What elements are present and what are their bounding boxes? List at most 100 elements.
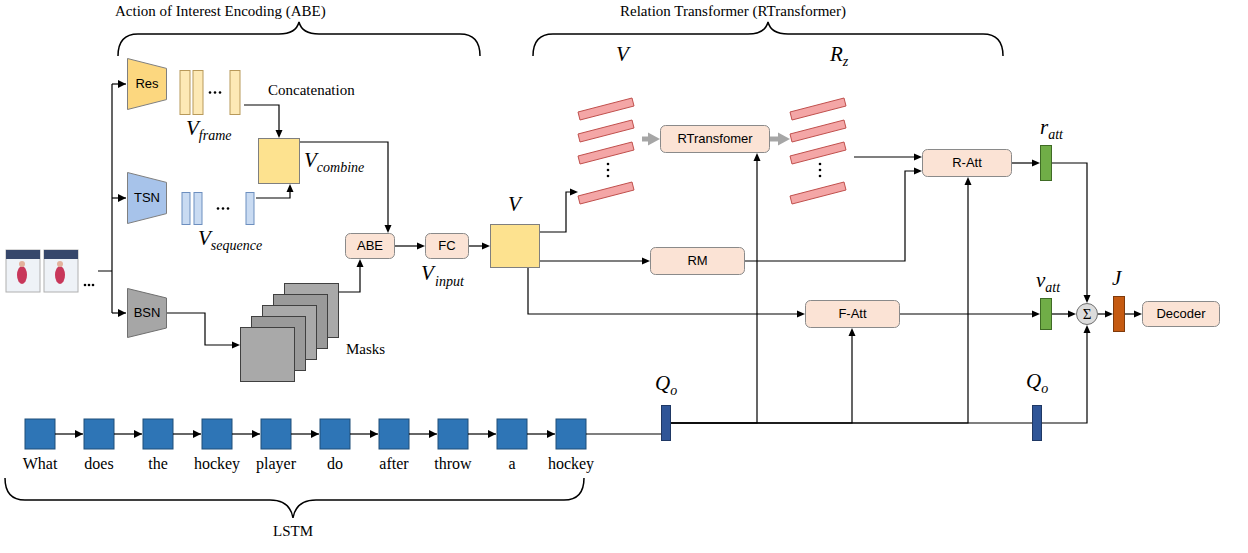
connector: [1052, 311, 1076, 318]
connector-line: [1012, 162, 1033, 163]
node-heading: Vcombine: [304, 150, 364, 171]
symbol-label: V: [198, 226, 211, 250]
text-label: a: [508, 455, 515, 473]
trapezoid-outline: [128, 173, 167, 224]
ellipsis-dot: [217, 207, 220, 210]
text-label: after: [379, 455, 408, 473]
feature-slice: [578, 120, 634, 142]
connector: [854, 154, 922, 161]
symbol-label: R: [830, 42, 843, 66]
sequence-features: Vsequence: [180, 192, 256, 225]
text-label: do: [327, 455, 343, 473]
node-shape: [178, 70, 244, 115]
node-heading: J: [1112, 268, 1121, 289]
connector-line: [1125, 313, 1135, 314]
arrow-head: [1068, 311, 1076, 318]
frame-boards: [6, 250, 40, 259]
symbol-label: Q: [655, 371, 670, 395]
lstm-cell: [25, 419, 55, 449]
symbol-label: V: [508, 192, 521, 216]
connector-line: [671, 160, 757, 423]
subscript-label: frame: [199, 128, 232, 143]
input-wire: [98, 84, 112, 313]
arrow-head: [385, 225, 392, 233]
arrow-head: [914, 154, 922, 161]
connector-line: [900, 313, 1033, 314]
arrow-head: [642, 258, 650, 265]
lstm-arrow: [232, 433, 260, 434]
section-brace: [5, 478, 584, 518]
arrow-head: [1084, 295, 1091, 303]
box-outline: [346, 234, 395, 259]
node-heading: ratt: [1040, 117, 1063, 138]
node-shape: [180, 192, 256, 225]
question-vector: Qo: [661, 405, 671, 441]
block-outline: [662, 406, 671, 441]
arrow-head: [797, 311, 805, 318]
feature-stack: Rz: [790, 98, 854, 202]
arrow-head: [965, 177, 972, 185]
connector: [745, 168, 922, 262]
block-outline: [1114, 297, 1125, 332]
connector: [528, 268, 805, 318]
node-label-area: FC: [425, 233, 469, 259]
box-label: RTransfomer: [677, 132, 752, 147]
connector-line: [642, 137, 649, 142]
encoder-block: BSN: [127, 288, 167, 338]
feature-slice: [790, 120, 846, 142]
ellipsis-dot: [819, 175, 822, 178]
player-figure: [55, 266, 65, 284]
node-label-area: Σ: [1076, 303, 1098, 325]
text-label: does: [84, 455, 113, 473]
node-heading: V: [508, 194, 521, 215]
ellipsis-dot: [227, 207, 230, 210]
input-arrow: [112, 197, 126, 198]
subscript-label: o: [1041, 381, 1048, 396]
block-outline: [259, 139, 300, 184]
box-label: R-Att: [952, 156, 982, 171]
node-label-area: RM: [650, 247, 745, 275]
connector-line: [300, 142, 388, 226]
symbol-label: V: [186, 116, 199, 140]
input-arrow: [112, 312, 126, 313]
node-label-area: ABE: [345, 233, 395, 259]
connector-line: [395, 245, 418, 246]
text-label: input: [435, 274, 464, 289]
arrow-head: [1032, 160, 1040, 167]
connector-line: [1042, 332, 1087, 423]
node-shape: [258, 138, 300, 184]
node-label-area: Decoder: [1142, 301, 1220, 327]
arrow-head: [1105, 311, 1113, 318]
process-box: RTransfomer: [660, 125, 770, 153]
arrow-head: [648, 133, 660, 146]
connector: [900, 311, 1040, 318]
lstm-cell: [202, 419, 232, 449]
symbol-label: v: [1036, 268, 1045, 292]
input-arrow: [112, 83, 126, 84]
subscript-label: att: [1045, 280, 1060, 295]
node-shape: [490, 224, 540, 268]
lstm-cell: [438, 419, 468, 449]
block-outline: [1041, 146, 1052, 181]
node-shape: [578, 98, 642, 202]
connector-line: [256, 191, 290, 198]
text-label: hockey: [548, 455, 594, 473]
box-label: ABE: [357, 239, 383, 254]
frame-features: Vframe: [178, 70, 244, 115]
process-box: Decoder: [1142, 301, 1220, 327]
feature-bar: [182, 193, 190, 225]
text-label: the: [148, 455, 168, 473]
ellipsis-dot: [607, 169, 610, 172]
node-shape: [790, 98, 854, 202]
connector: [671, 177, 972, 423]
connector: [300, 142, 392, 233]
arrow-head: [482, 243, 490, 250]
text-label: hockey: [194, 455, 240, 473]
box-outline: [806, 301, 900, 328]
ellipsis-dot: [819, 169, 822, 172]
connector: [395, 243, 425, 250]
connector-line: [1052, 163, 1087, 296]
feature-bar: [193, 71, 203, 115]
connector: [244, 105, 283, 138]
